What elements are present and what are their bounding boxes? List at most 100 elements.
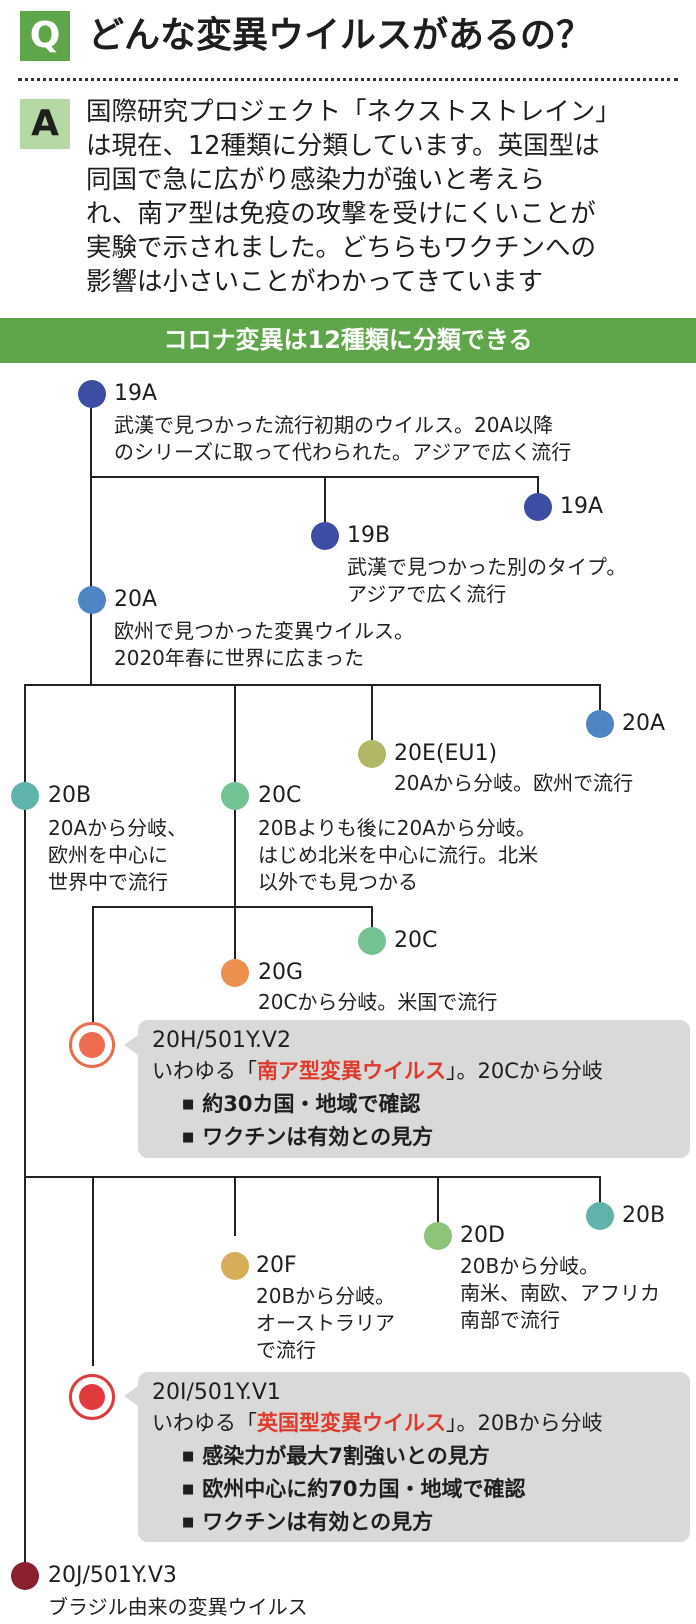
node-20d-dot [424, 1222, 452, 1250]
node-19a-label: 19A [114, 381, 158, 406]
node-20i-pointer [124, 1386, 138, 1406]
stem-20a [599, 684, 601, 714]
node-20i-dot-core [79, 1384, 105, 1410]
node-20j-desc: ブラジル由来の変異ウイルス [48, 1595, 308, 1619]
node-20c-dot [221, 782, 249, 810]
node-20b-dot [11, 782, 39, 810]
branch-20a [24, 684, 600, 686]
node-20i-bullet: 欧州中心に約70カ国・地域で確認 [182, 1473, 676, 1506]
node-20i-bullets: 感染力が最大7割強いとの見方 欧州中心に約70カ国・地域で確認 ワクチンは有効と… [152, 1440, 676, 1539]
node-20h-desc-pre: いわゆる「 [152, 1059, 257, 1083]
node-20a-branch-label: 20A [622, 711, 666, 736]
node-20j-dot [11, 1562, 39, 1590]
node-20i-dot [69, 1374, 115, 1420]
dotted-divider [18, 78, 678, 81]
node-20e-label: 20E(EU1) [394, 741, 498, 766]
node-20b-desc: 世界中で流行 [48, 870, 168, 894]
node-19b-dot [311, 522, 339, 550]
section-banner: コロナ変異は12種類に分類できる [0, 318, 696, 363]
node-19b-desc: アジアで広く流行 [347, 582, 507, 606]
stem-20i [92, 1176, 94, 1366]
node-20f-desc: オーストラリア [256, 1311, 395, 1335]
node-20b-label: 20B [48, 783, 92, 808]
node-20c-label: 20C [258, 783, 302, 808]
node-20e-dot [358, 740, 386, 768]
branch-19 [90, 476, 538, 478]
node-20b-desc: 欧州を中心に [48, 843, 168, 867]
stem-20h [92, 906, 94, 1026]
stem-19a [537, 476, 539, 506]
node-20a-branch-dot [586, 710, 614, 738]
node-19a-desc: のシリーズに取って代わられた。アジアで広く流行 [114, 440, 572, 464]
node-19b-label: 19B [347, 523, 391, 548]
node-20d-desc: 南米、南欧、アフリカ [460, 1281, 660, 1305]
node-20h-highlight: 南ア型変異ウイルス [257, 1059, 446, 1083]
node-20i-highlight: 英国型変異ウイルス [257, 1411, 446, 1435]
node-19b-desc: 武漢で見つかった別のタイプ。 [347, 555, 627, 579]
answer-line: 国際研究プロジェクト「ネクストストレイン」 [86, 97, 621, 127]
node-20g-desc: 20Cから分岐。米国で流行 [258, 990, 498, 1014]
node-20i-card: 20I/501Y.V1 いわゆる「英国型変異ウイルス」。20Bから分岐 感染力が… [138, 1372, 690, 1542]
node-20a-desc: 2020年春に世界に広まった [114, 646, 365, 670]
node-20b-branch-dot [586, 1202, 614, 1230]
node-20g-dot [221, 959, 249, 987]
node-20b-branch-label: 20B [622, 1203, 666, 1228]
stem-20b [599, 1176, 601, 1206]
branch-20b [24, 1176, 600, 1178]
node-20d-desc: 20Bから分岐。 [460, 1254, 600, 1278]
stem-20e [371, 684, 373, 744]
node-19a-branch-label: 19A [560, 494, 604, 519]
stem-20c [371, 906, 373, 931]
node-20j-label: 20J/501Y.V3 [48, 1563, 177, 1588]
node-20c-desc: はじめ北米を中心に流行。北米 [258, 843, 538, 867]
node-19a-desc: 武漢で見つかった流行初期のウイルス。20A以降 [114, 413, 554, 437]
node-20h-dot [69, 1022, 115, 1068]
node-20e-desc: 20Aから分岐。欧州で流行 [394, 771, 634, 795]
answer-text: 国際研究プロジェクト「ネクストストレイン」 は現在、12種類に分類しています。英… [86, 95, 686, 299]
node-20h-desc-post: 」。20Cから分岐 [446, 1059, 603, 1083]
answer-line: 影響は小さいことがわかってきています [86, 267, 543, 297]
node-20i-desc-post: 」。20Bから分岐 [446, 1411, 603, 1435]
node-20c-branch-dot [358, 927, 386, 955]
node-20h-desc: いわゆる「南ア型変異ウイルス」。20Cから分岐 [152, 1056, 676, 1086]
answer-line: 実験で示されました。どちらもワクチンへの [86, 233, 597, 263]
node-20f-desc: 20Bから分岐。 [256, 1284, 396, 1308]
node-20b-desc: 20Aから分岐、 [48, 816, 188, 840]
node-20f-dot [221, 1252, 249, 1280]
node-20f-label: 20F [256, 1253, 297, 1278]
stem-19b [324, 476, 326, 536]
node-20a-desc: 欧州で見つかった変異ウイルス。 [114, 619, 414, 643]
node-20c-desc: 以外でも見つかる [258, 870, 418, 894]
node-20h-card: 20H/501Y.V2 いわゆる「南ア型変異ウイルス」。20Cから分岐 約30カ… [138, 1020, 690, 1158]
node-20i-desc-pre: いわゆる「 [152, 1411, 257, 1435]
node-20i-desc: いわゆる「英国型変異ウイルス」。20Bから分岐 [152, 1408, 676, 1438]
node-19a-branch-dot [524, 493, 552, 521]
node-20a-dot [78, 586, 106, 614]
node-20h-bullet: ワクチンは有効との見方 [182, 1121, 676, 1154]
trunk-20b [24, 684, 26, 1570]
stem-20f [234, 1176, 236, 1236]
node-20d-desc: 南部で流行 [460, 1308, 560, 1332]
node-20d-label: 20D [460, 1223, 505, 1248]
node-20a-label: 20A [114, 587, 158, 612]
answer-line: れ、南ア型は免疫の攻撃を受けにくいことが [86, 199, 596, 229]
question-title: どんな変異ウイルスがあるの？ [88, 15, 593, 56]
node-20f-desc: で流行 [256, 1338, 316, 1362]
node-20h-bullet: 約30カ国・地域で確認 [182, 1088, 676, 1121]
node-20h-dot-core [79, 1032, 105, 1058]
answer-line: 同国で急に広がり感染力が強いと考えら [86, 165, 546, 195]
trunk-19a [90, 394, 92, 684]
stem-20d [437, 1176, 439, 1226]
answer-line: は現在、12種類に分類しています。英国型は [86, 131, 600, 161]
node-20i-bullet: 感染力が最大7割強いとの見方 [182, 1440, 676, 1473]
node-20c-branch-label: 20C [394, 928, 438, 953]
node-20h-bullets: 約30カ国・地域で確認 ワクチンは有効との見方 [152, 1088, 676, 1154]
node-20h-label: 20H/501Y.V2 [152, 1028, 291, 1053]
trunk-20c [234, 684, 236, 959]
node-19a-dot [78, 380, 106, 408]
node-20g-label: 20G [258, 960, 304, 985]
node-20i-label: 20I/501Y.V1 [152, 1380, 281, 1405]
node-20h-pointer [124, 1035, 138, 1055]
a-badge: A [20, 99, 70, 149]
node-20i-bullet: ワクチンは有効との見方 [182, 1506, 676, 1539]
